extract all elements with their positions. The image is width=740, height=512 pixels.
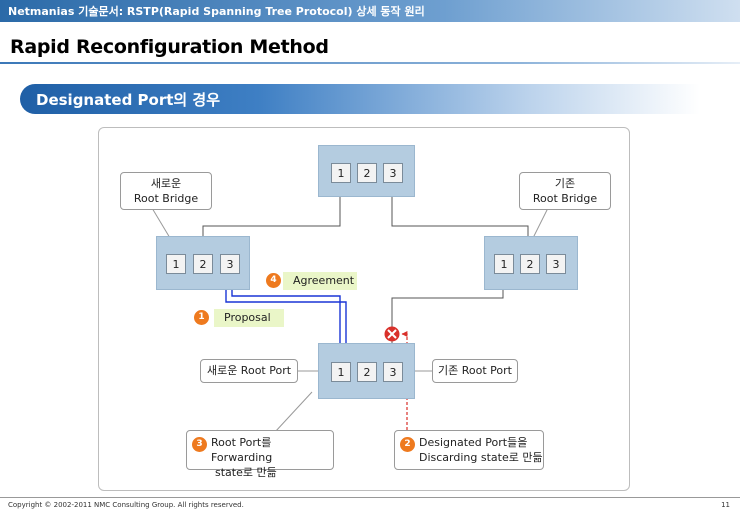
- document-header-bar: Netmanias 기술문서: RSTP(Rapid Spanning Tree…: [0, 0, 740, 22]
- bridge-top-port-2: 2: [357, 163, 377, 183]
- proposal-badge: 1: [194, 310, 209, 325]
- bridge-right-port-2: 2: [520, 254, 540, 274]
- bridge-bottom-port-2: 2: [357, 362, 377, 382]
- footer-divider: [0, 497, 740, 498]
- bridge-left-port-3: 3: [220, 254, 240, 274]
- document-title: Netmanias 기술문서: RSTP(Rapid Spanning Tree…: [8, 5, 425, 18]
- step3-line1: Root Port를 Forwarding: [211, 436, 273, 464]
- callout-pointer-old-root-bridge: [532, 207, 549, 239]
- bridge-bottom: 1 2 3: [318, 343, 415, 399]
- bridge-bottom-port-3: 3: [383, 362, 403, 382]
- step3-callout: Root Port를 Forwarding state로 만듦 3: [186, 430, 334, 479]
- new-root-port-label: 새로운 Root Port: [206, 364, 292, 377]
- bridge-right: 1 2 3: [484, 236, 578, 290]
- step2-callout: Designated Port들을 Discarding state로 만듦 2: [394, 430, 544, 470]
- step2-badge: 2: [400, 437, 415, 452]
- new-root-bridge-line2: Root Bridge: [133, 192, 199, 205]
- page-title: Rapid Reconfiguration Method: [10, 36, 329, 58]
- step3-badge: 3: [192, 437, 207, 452]
- old-root-bridge-line1: 기존: [554, 177, 576, 190]
- bridge-right-port-1: 1: [494, 254, 514, 274]
- new-root-bridge-line1: 새로운: [150, 177, 182, 190]
- old-root-port-label: 기존 Root Port: [438, 364, 512, 377]
- bridge-left-port-1: 1: [166, 254, 186, 274]
- callout-pointer-new-root-bridge: [151, 207, 171, 239]
- blocked-icon: [384, 326, 400, 342]
- proposal-tag: Proposal: [214, 309, 284, 327]
- section-banner: Designated Port의 경우: [20, 84, 700, 114]
- bridge-left-port-2: 2: [193, 254, 213, 274]
- bridge-top-port-3: 3: [383, 163, 403, 183]
- step2-line1: Designated Port들을: [419, 436, 528, 449]
- new-root-port-callout: 새로운 Root Port: [200, 359, 298, 383]
- title-divider: [0, 62, 740, 64]
- agreement-badge: 4: [266, 273, 281, 288]
- bridge-top-port-1: 1: [331, 163, 351, 183]
- proposal-label: Proposal: [224, 311, 271, 324]
- section-title: Designated Port의 경우: [36, 91, 221, 109]
- agreement-tag: Agreement: [283, 272, 357, 290]
- old-root-bridge-callout: 기존 Root Bridge: [519, 172, 611, 210]
- old-root-bridge-line2: Root Bridge: [532, 192, 598, 205]
- step2-line2: Discarding state로 만듦: [419, 451, 543, 464]
- bridge-top: 1 2 3: [318, 145, 415, 197]
- new-root-bridge-callout: 새로운 Root Bridge: [120, 172, 212, 210]
- bridge-bottom-port-1: 1: [331, 362, 351, 382]
- bridge-left: 1 2 3: [156, 236, 250, 290]
- copyright-text: Copyright © 2002-2011 NMC Consulting Gro…: [8, 501, 244, 509]
- agreement-label: Agreement: [293, 274, 355, 287]
- page-number: 11: [721, 501, 730, 509]
- old-root-port-callout: 기존 Root Port: [432, 359, 518, 383]
- callout-pointer-step3: [274, 391, 313, 433]
- bridge-right-port-3: 3: [546, 254, 566, 274]
- step3-line2: state로 만듦: [215, 466, 277, 479]
